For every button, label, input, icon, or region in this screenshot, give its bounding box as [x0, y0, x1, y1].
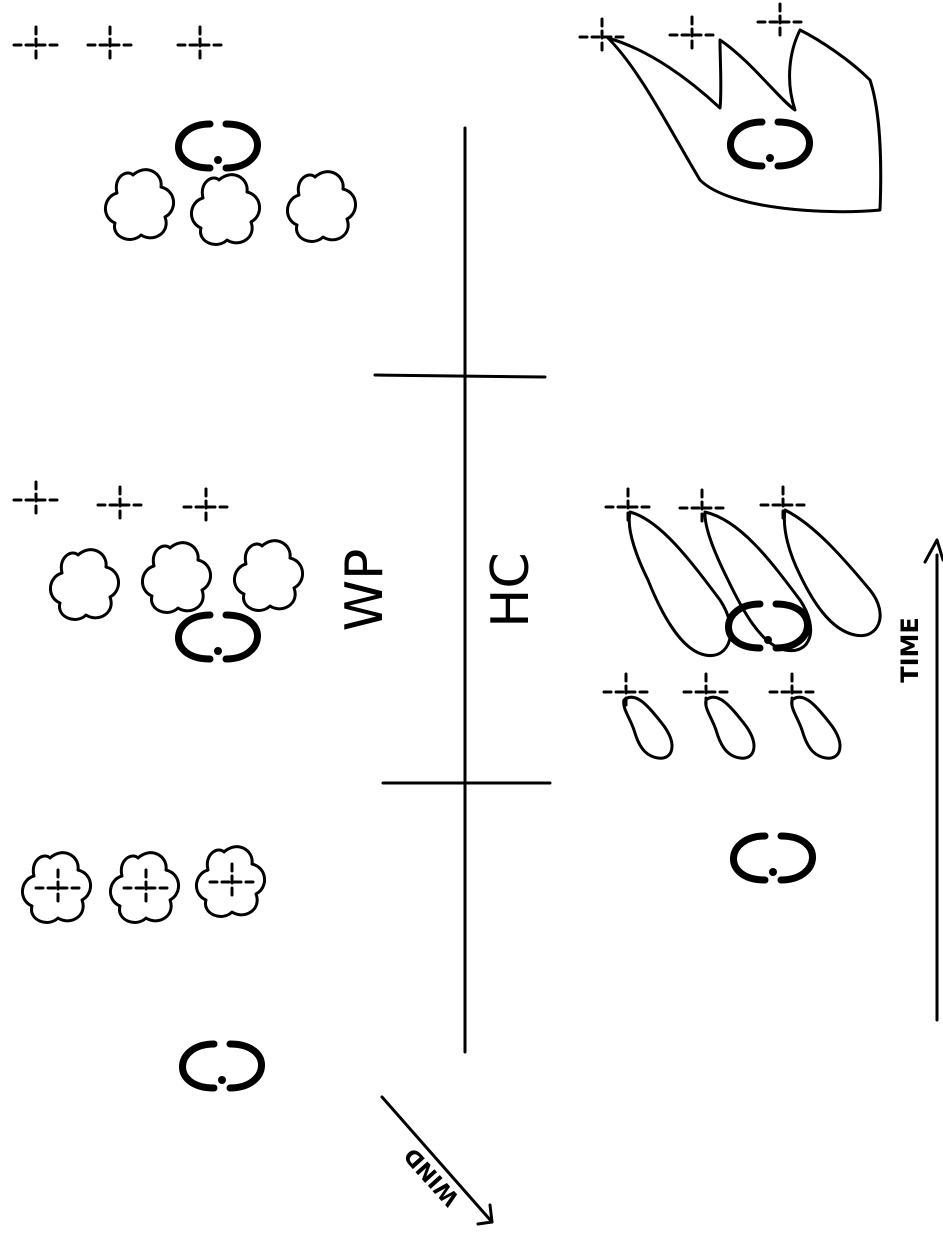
smoke-plume-outline — [608, 30, 881, 212]
cross-icon — [36, 870, 80, 906]
cross-icon — [14, 482, 58, 518]
cross-icon — [124, 870, 168, 906]
smoke-cloud-icon — [50, 550, 118, 620]
target-icon — [728, 604, 807, 648]
cross-icon — [680, 490, 724, 526]
smoke-cloud-icon — [287, 172, 355, 242]
target-icon — [733, 836, 812, 880]
wp-late-panel — [14, 27, 356, 244]
wp-early-panel — [22, 847, 264, 1088]
smoke-plume-icon — [705, 512, 811, 651]
target-icon — [730, 122, 809, 166]
divider-top — [375, 375, 545, 377]
wp-middle-panel — [14, 482, 303, 659]
cross-icon — [14, 27, 58, 63]
smoke-plume-icon — [624, 697, 672, 758]
smoke-cloud-icon — [105, 170, 173, 240]
cross-icon — [670, 17, 714, 53]
target-icon — [178, 124, 257, 168]
cross-icon — [184, 489, 228, 525]
wind-arrow — [382, 1097, 492, 1224]
smoke-cloud-icon — [191, 175, 259, 245]
smoke-plume-icon — [784, 510, 880, 636]
smoke-plume-icon — [792, 697, 840, 758]
smoke-cloud-icon — [142, 543, 210, 613]
smoke-plume-icon — [706, 697, 754, 758]
time-label: TIME — [896, 617, 924, 683]
cross-icon — [604, 674, 648, 710]
cross-icon — [210, 864, 254, 900]
hc-middle-panel — [606, 487, 880, 656]
cross-icon — [88, 27, 132, 63]
target-icon — [178, 615, 257, 659]
smoke-plume-icon — [629, 512, 730, 656]
hc-early-panel — [604, 674, 840, 880]
cross-icon — [98, 487, 142, 523]
hc-label: HC — [481, 552, 541, 627]
smoke-cloud-icon — [234, 541, 302, 611]
hc-late-panel — [580, 4, 881, 212]
time-arrow — [925, 540, 943, 1020]
cross-icon — [758, 4, 802, 40]
target-icon — [182, 1044, 261, 1088]
cross-icon — [178, 27, 222, 63]
wp-label: WP — [335, 549, 395, 632]
